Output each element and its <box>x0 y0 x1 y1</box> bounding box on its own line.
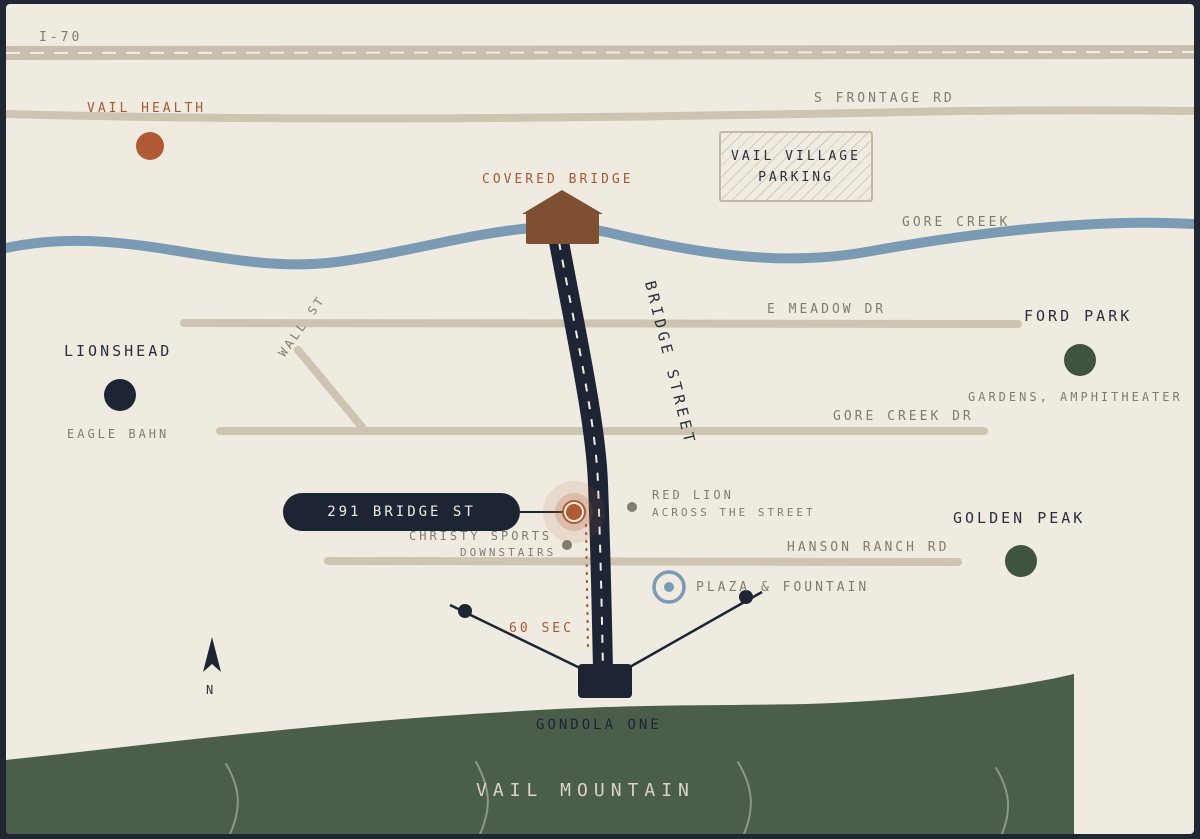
parking-line2: PARKING <box>758 169 834 185</box>
highway-i70 <box>6 45 1194 60</box>
hanson-ranch-label: HANSON RANCH RD <box>787 540 950 555</box>
bridge-street-road <box>549 232 613 680</box>
cable-endpoint-east <box>739 590 753 604</box>
christy-sports-sub: DOWNSTAIRS <box>460 546 557 559</box>
golden-peak-label: GOLDEN PEAK <box>953 509 1086 527</box>
golden-peak-marker[interactable] <box>1005 545 1037 577</box>
s-frontage-label: S FRONTAGE RD <box>814 91 955 106</box>
gore-creek-label: GORE CREEK <box>902 215 1011 230</box>
e-meadow-label: E MEADOW DR <box>767 302 887 317</box>
ski-run-curves <box>225 761 1010 834</box>
fountain-icon[interactable] <box>652 570 686 604</box>
vail-mountain-area <box>6 674 1074 834</box>
highway-label: I-70 <box>39 30 83 45</box>
red-lion-sub: ACROSS THE STREET <box>652 506 816 519</box>
road-hanson-ranch <box>324 557 962 566</box>
red-lion-marker[interactable] <box>627 502 637 512</box>
gondola-cables <box>449 590 763 670</box>
location-pin-icon[interactable] <box>543 481 605 543</box>
mountain-label: VAIL MOUNTAIN <box>476 780 695 801</box>
gondola-label: GONDOLA ONE <box>536 717 662 733</box>
covered-bridge-label: COVERED BRIDGE <box>482 172 634 187</box>
covered-bridge-icon[interactable] <box>522 190 603 244</box>
road-e-meadow <box>180 319 1022 328</box>
lionshead-sub: EAGLE BAHN <box>67 427 170 441</box>
vail-health-marker[interactable] <box>136 132 164 160</box>
north-arrow-icon <box>203 637 221 672</box>
ford-park-marker[interactable] <box>1064 344 1096 376</box>
walk-path <box>585 523 589 653</box>
gondola-base[interactable] <box>578 664 632 698</box>
red-lion-label: RED LION <box>652 488 734 502</box>
vail-health-label: VAIL HEALTH <box>87 101 207 116</box>
gore-creek-dr-label: GORE CREEK DR <box>833 409 974 424</box>
christy-sports-label: CHRISTY SPORTS <box>409 529 553 543</box>
lionshead-label: LIONSHEAD <box>64 342 173 360</box>
cable-endpoint-west <box>458 604 472 618</box>
parking-line1: VAIL VILLAGE <box>731 148 861 164</box>
christy-sports-marker[interactable] <box>562 540 572 550</box>
walk-time-label: 60 SEC <box>509 621 574 636</box>
address-pill[interactable]: 291 BRIDGE ST <box>283 493 520 531</box>
road-wall-st <box>294 346 366 431</box>
ford-park-sub: GARDENS, AMPHITHEATER <box>968 390 1183 404</box>
vail-village-parking[interactable]: VAIL VILLAGE PARKING <box>719 131 873 202</box>
map-canvas <box>6 45 1194 834</box>
compass-label: N <box>206 683 214 697</box>
map-frame: I-70 S FRONTAGE RD VAIL HEALTH VAIL VILL… <box>6 4 1194 834</box>
ford-park-label: FORD PARK <box>1024 307 1133 325</box>
plaza-label: PLAZA & FOUNTAIN <box>696 580 870 595</box>
gore-creek <box>6 217 1194 270</box>
lionshead-marker[interactable] <box>104 379 136 411</box>
road-s-frontage <box>6 106 1194 123</box>
